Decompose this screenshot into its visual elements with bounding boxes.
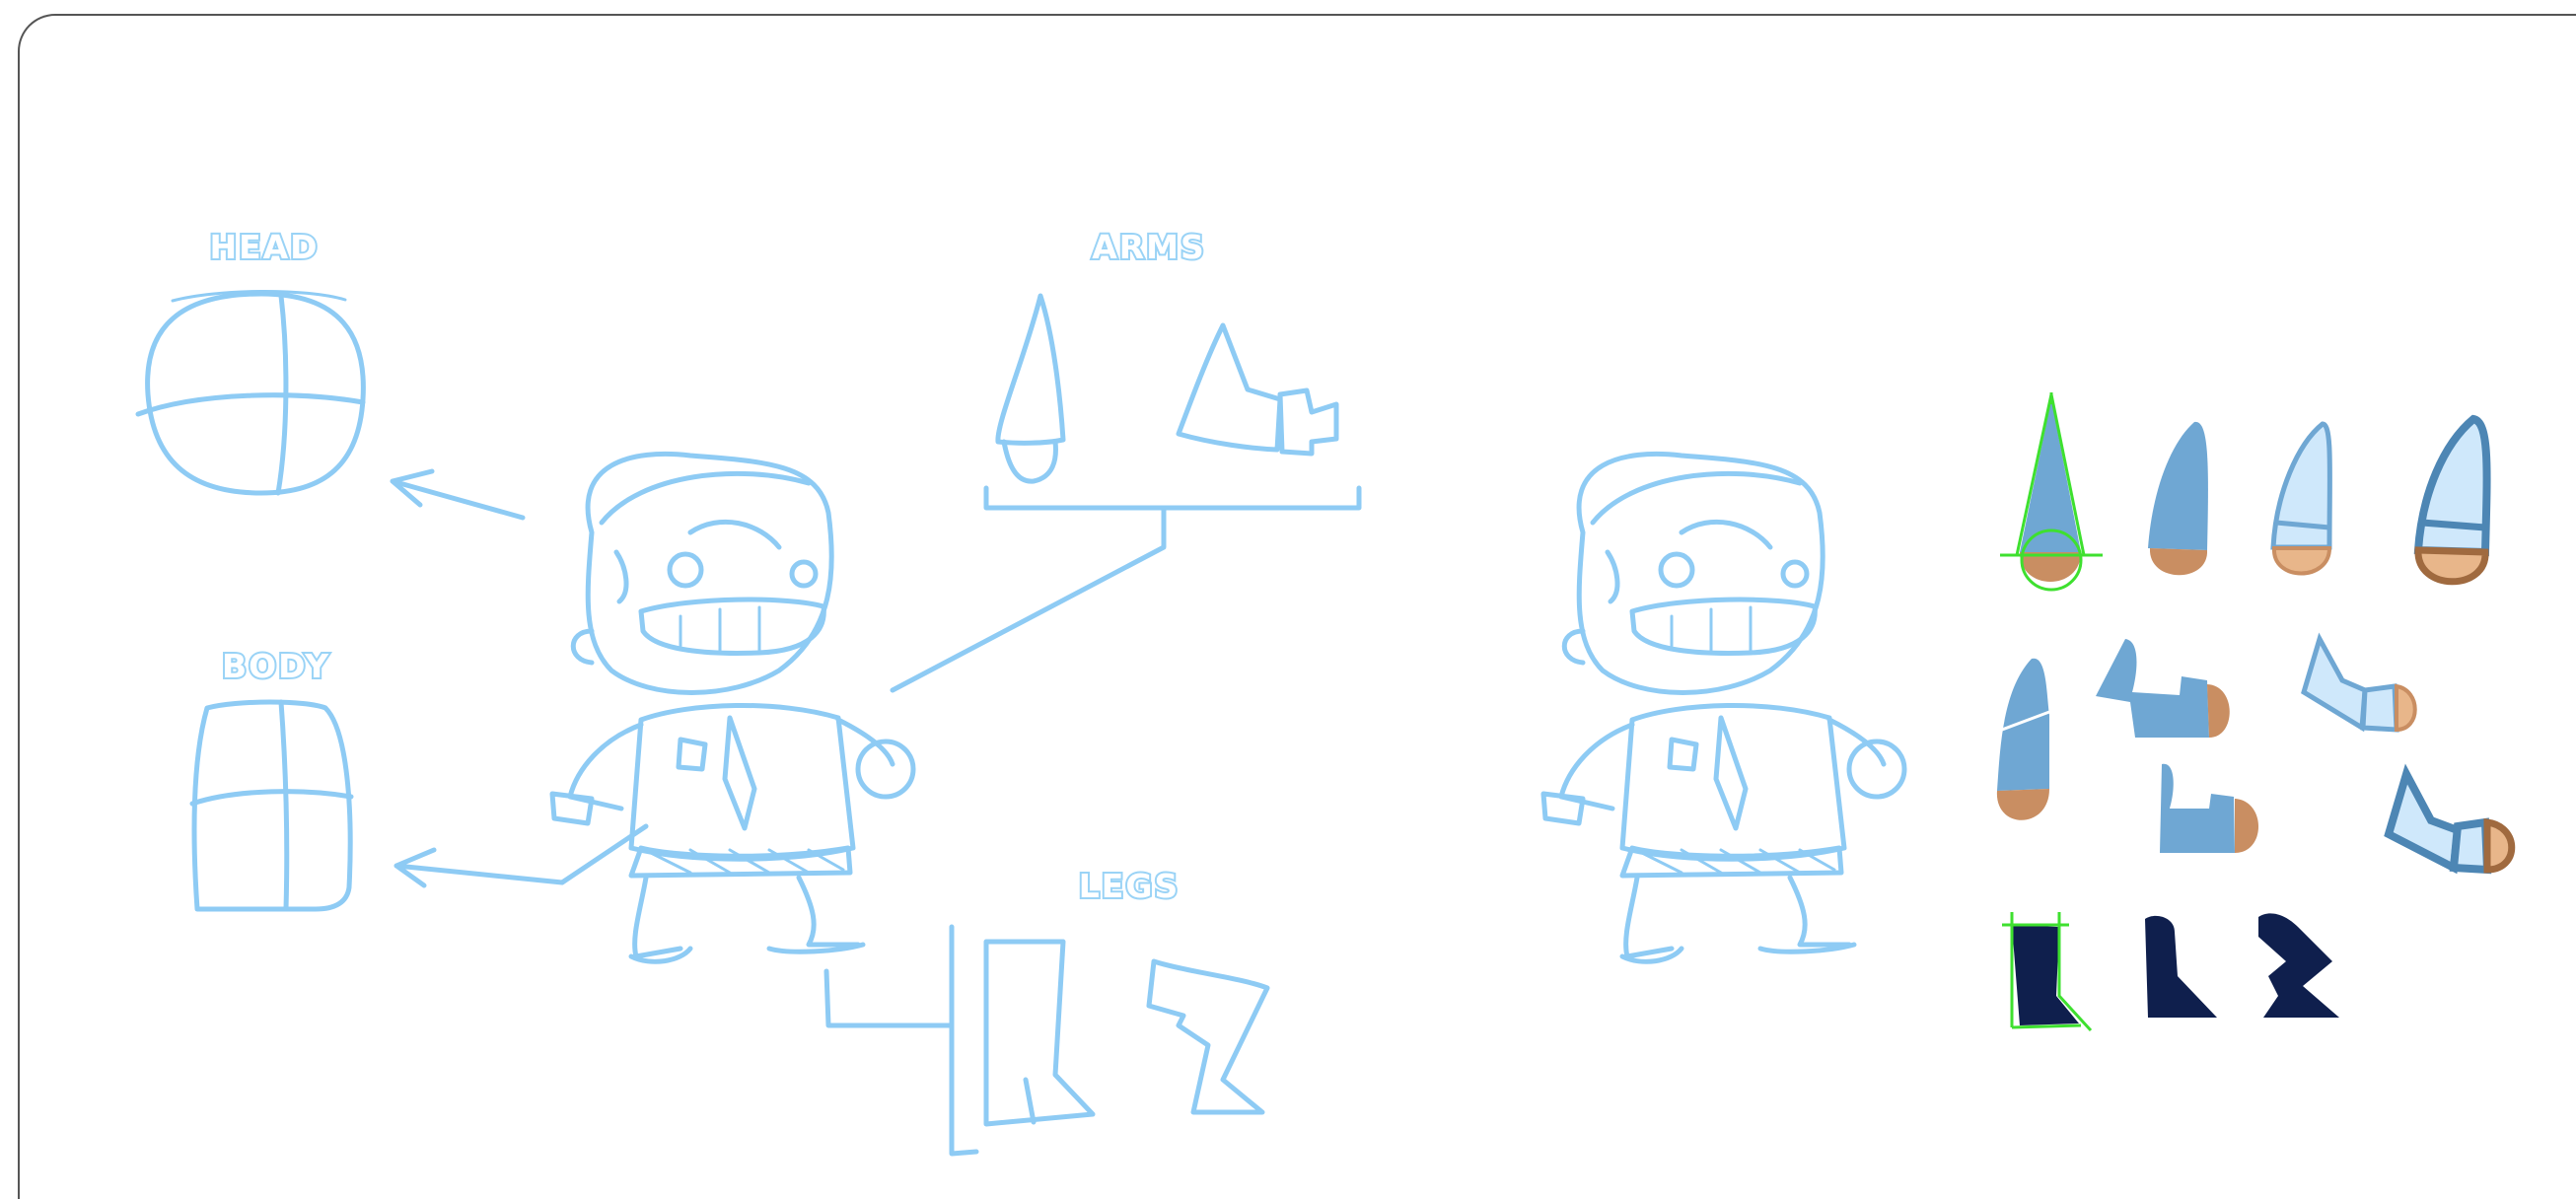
arm-part-stage-4 bbox=[2418, 419, 2487, 582]
arms-label: ARMS bbox=[1092, 228, 1206, 266]
character-sketch-left bbox=[552, 454, 913, 961]
legs-shapes-sketch bbox=[986, 942, 1267, 1124]
bent-arm-part-d bbox=[2389, 774, 2512, 870]
bent-arm-part-c bbox=[2160, 764, 2258, 853]
arrow-to-head bbox=[393, 471, 523, 518]
boot-part-a bbox=[2002, 912, 2091, 1030]
arm-part-stage-3 bbox=[2273, 424, 2329, 574]
arm-part-stage-1 bbox=[2000, 392, 2103, 590]
boot-part-c bbox=[2258, 913, 2339, 1018]
legs-label: LEGS bbox=[1079, 867, 1180, 905]
arms-shapes-sketch bbox=[998, 296, 1336, 481]
bent-arm-part-b bbox=[2304, 639, 2415, 730]
head-shape-sketch bbox=[138, 291, 363, 493]
character-sketch-right bbox=[1543, 454, 1904, 961]
boot-part-b bbox=[2145, 916, 2217, 1018]
body-label: BODY bbox=[222, 647, 330, 685]
bent-arm-part-a bbox=[2096, 639, 2230, 738]
forearm-part-a bbox=[1997, 659, 2049, 820]
construction-diagram: HEAD BODY bbox=[138, 228, 1359, 1154]
body-shape-sketch bbox=[192, 702, 351, 909]
legs-bracket bbox=[826, 927, 976, 1154]
arrow-to-body bbox=[396, 826, 646, 885]
head-label: HEAD bbox=[209, 228, 319, 266]
arm-part-stage-2 bbox=[2148, 422, 2208, 575]
arms-bracket bbox=[893, 488, 1359, 690]
